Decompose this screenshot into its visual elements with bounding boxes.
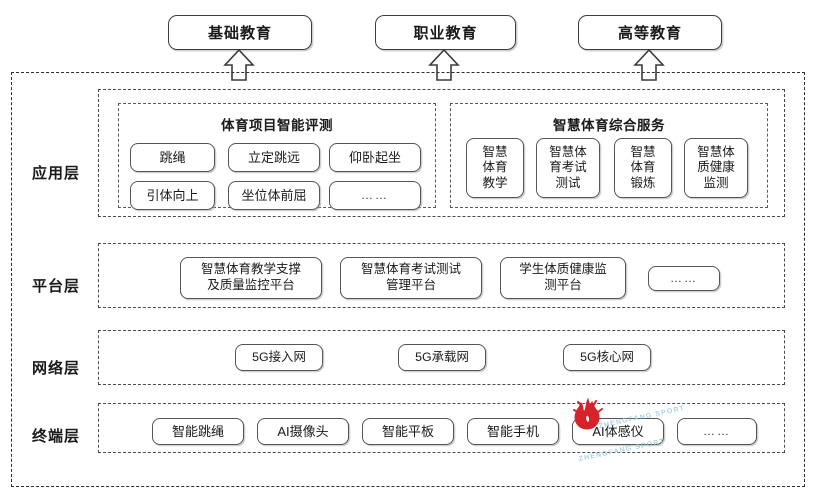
layer-label-application: 应用层 (31, 165, 80, 182)
chip-platform-item-1[interactable]: 智慧体育考试测试 管理平台 (340, 257, 482, 299)
chip-smart-sports-service-item-0[interactable]: 智慧 体育 教学 (466, 138, 524, 198)
chip-sports-assessment-item-1[interactable]: 立定跳远 (228, 143, 320, 172)
group-title-sports-assessment: 体育项目智能评测 (221, 118, 333, 133)
chip-sports-assessment-item-4[interactable]: 坐位体前屈 (228, 181, 320, 210)
group-smart-sports-service (450, 103, 768, 208)
chip-sports-assessment-item-2[interactable]: 仰卧起坐 (329, 143, 421, 172)
chip-smart-sports-service-item-1[interactable]: 智慧体 育考试 测试 (536, 138, 600, 198)
platform-outer-frame (11, 72, 805, 487)
chip-sports-assessment-item-3[interactable]: 引体向上 (130, 181, 215, 210)
chip-network-item-2[interactable]: 5G核心网 (563, 344, 651, 371)
chip-platform-item-2[interactable]: 学生体质健康监 测平台 (500, 257, 626, 299)
chip-smart-sports-service-item-2[interactable]: 智慧 体育 锻炼 (614, 138, 672, 198)
layer-container-platform (98, 243, 785, 308)
chip-sports-assessment-item-0[interactable]: 跳绳 (130, 143, 215, 172)
education-box-1: 职业教育 (375, 15, 516, 50)
chip-terminal-item-2[interactable]: 智能平板 (362, 418, 454, 445)
chip-platform-item-0[interactable]: 智慧体育教学支撑 及质量监控平台 (180, 257, 322, 299)
education-box-2: 高等教育 (578, 15, 722, 50)
chip-terminal-item-4[interactable]: AI体感仪 (572, 418, 664, 445)
group-title-smart-sports-service: 智慧体育综合服务 (553, 118, 665, 133)
layer-label-platform: 平台层 (31, 278, 80, 295)
layer-container-application (98, 89, 785, 217)
layer-container-network (98, 330, 785, 385)
chip-terminal-item-5[interactable]: …… (677, 418, 757, 445)
chip-terminal-item-1[interactable]: AI摄像头 (257, 418, 349, 445)
chip-smart-sports-service-item-3[interactable]: 智慧体 质健康 监测 (684, 138, 748, 198)
education-box-0: 基础教育 (168, 15, 312, 50)
layer-label-terminal: 终端层 (31, 428, 80, 445)
layer-label-network: 网络层 (31, 360, 80, 377)
chip-terminal-item-3[interactable]: 智能手机 (467, 418, 559, 445)
chip-network-item-1[interactable]: 5G承载网 (398, 344, 486, 371)
chip-terminal-item-0[interactable]: 智能跳绳 (152, 418, 244, 445)
chip-sports-assessment-item-5[interactable]: …… (329, 181, 421, 210)
layer-container-terminal (98, 403, 785, 453)
chip-platform-item-3[interactable]: …… (648, 266, 720, 291)
chip-network-item-0[interactable]: 5G接入网 (235, 344, 323, 371)
